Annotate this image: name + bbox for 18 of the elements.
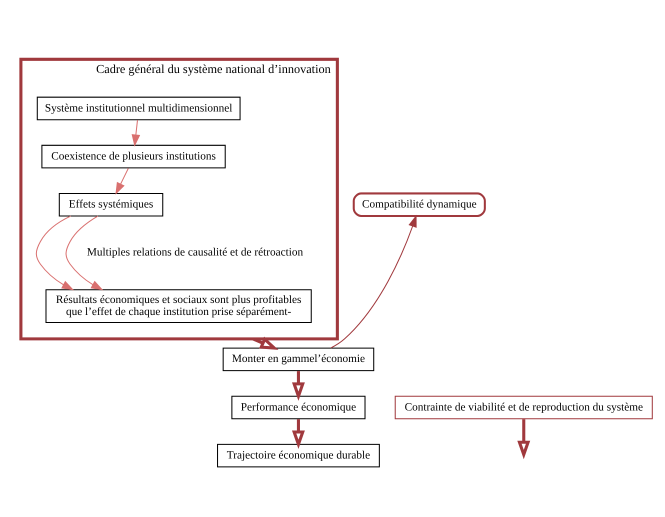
node-box: Contrainte de viabilité et de reproduction du système (394, 395, 653, 419)
arrow (66, 215, 104, 290)
arrow (36, 215, 74, 290)
node-box: Résultats économiques et sociaux sont plus profitables que l’effet de chaque institution prise séparément- (45, 288, 312, 323)
node-box: Compatibilité dynamique (352, 192, 486, 217)
arrow (252, 336, 279, 350)
label: Multiples relations de causalité et de rétroaction (86, 246, 304, 258)
arrow (132, 120, 140, 146)
node-box: Trajectoire économique durable (217, 443, 380, 467)
node-box: Système institutionnel multidimensionnel (36, 96, 241, 120)
arrow (115, 168, 129, 194)
arrow (292, 418, 305, 448)
node-box: Performance économique (231, 395, 366, 419)
node-box: Monter en gammel’économie (222, 347, 374, 371)
node-box: Coexistence de plusieurs institutions (41, 144, 226, 168)
arrow (292, 370, 305, 400)
arrow (517, 418, 530, 459)
node-box: Effets systémiques (58, 192, 164, 216)
